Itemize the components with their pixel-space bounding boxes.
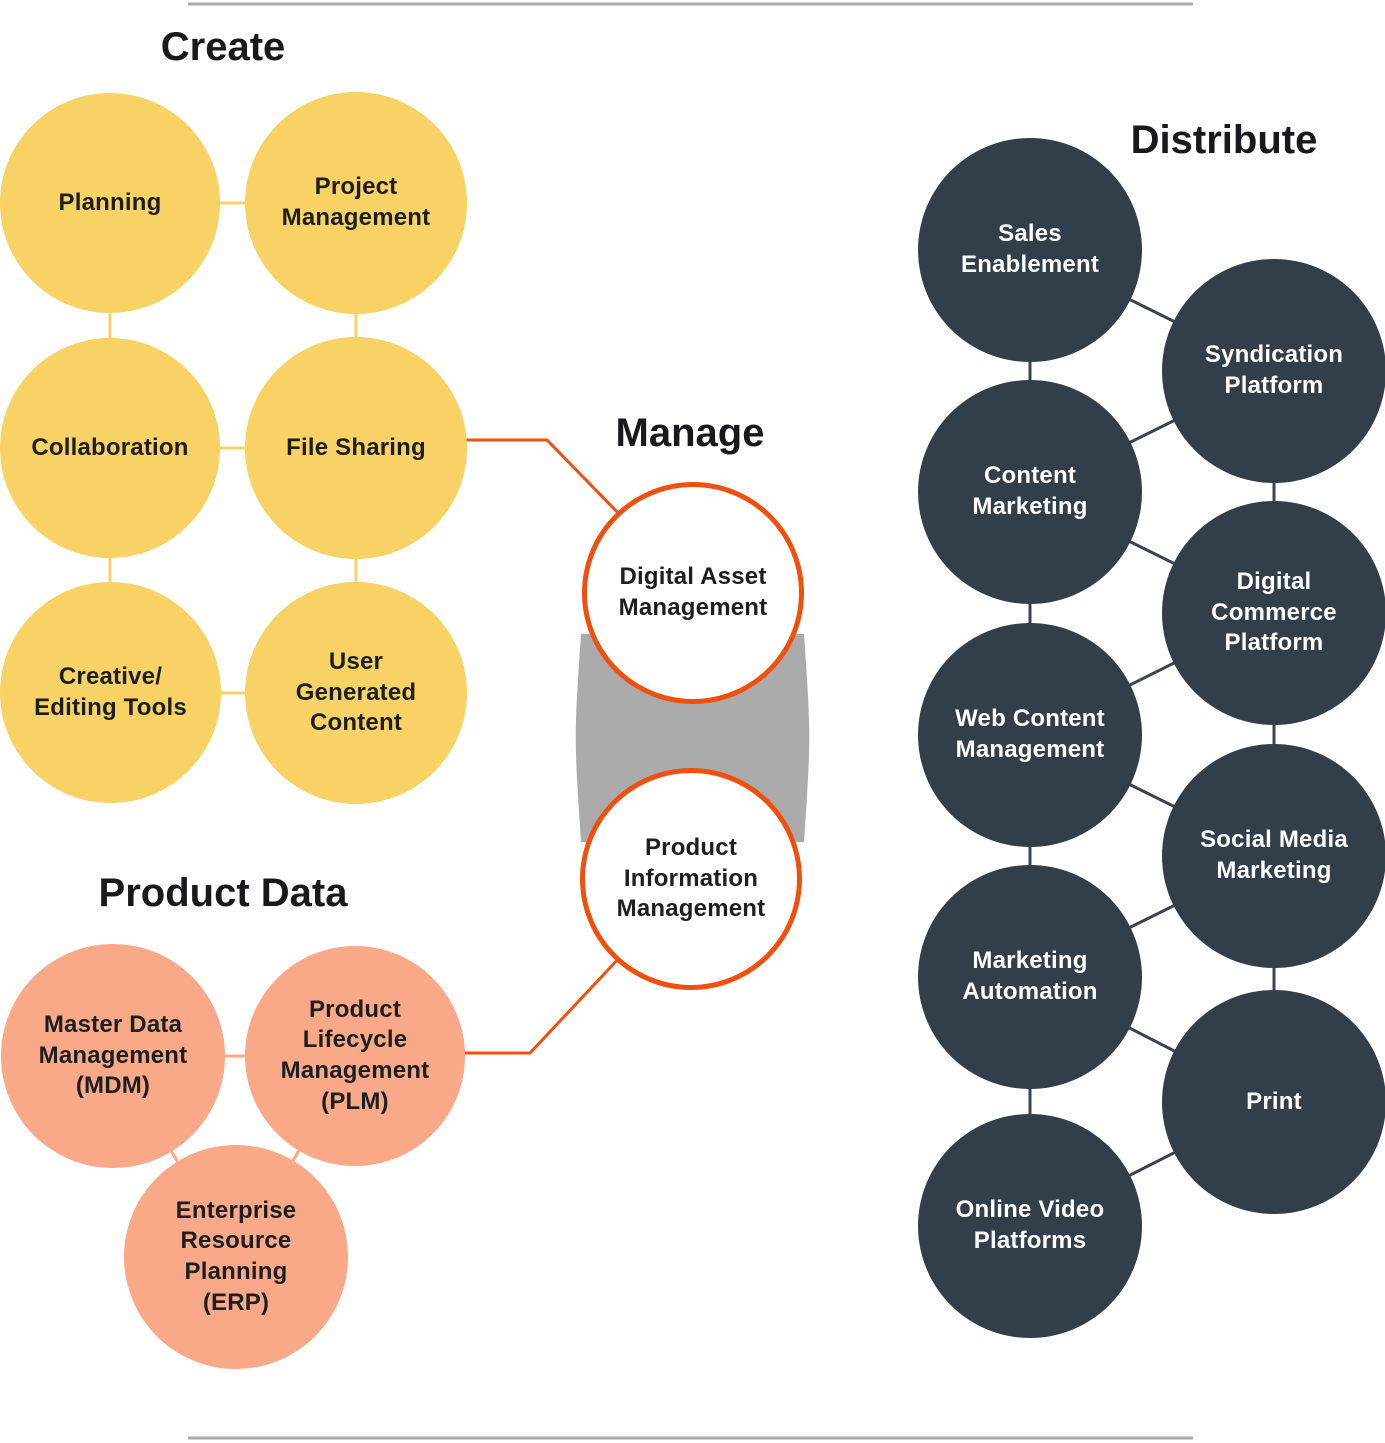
- distribute-section-title: Distribute: [1130, 118, 1318, 162]
- node-label: User Generated Content: [295, 647, 417, 737]
- node-online-video-platforms: Online Video Platforms: [918, 1114, 1142, 1338]
- manage-connector-file-sharing: [455, 438, 627, 522]
- node-collaboration: Collaboration: [0, 338, 220, 558]
- node-label: Product Information Management: [616, 833, 766, 923]
- node-label: Social Media Marketing: [1200, 826, 1348, 884]
- node-label: Collaboration: [31, 433, 189, 461]
- node-label: Product Lifecycle Management (PLM): [280, 995, 430, 1115]
- node-print: Print: [1162, 990, 1385, 1214]
- node-product-information-management: Product Information Management: [580, 768, 802, 990]
- node-label: Print: [1246, 1087, 1302, 1115]
- node-digital-commerce-platform: Digital Commerce Platform: [1162, 501, 1385, 725]
- node-product-lifecycle-management: Product Lifecycle Management (PLM): [245, 946, 465, 1166]
- node-creative-editing-tools: Creative/ Editing Tools: [0, 582, 221, 803]
- node-enterprise-resource-planning: Enterprise Resource Planning (ERP): [124, 1145, 348, 1369]
- node-label: Marketing Automation: [962, 947, 1098, 1005]
- create-section-title: Create: [160, 25, 286, 69]
- node-label: Master Data Management (MDM): [38, 1010, 188, 1100]
- node-syndication-platform: Syndication Platform: [1162, 259, 1385, 483]
- node-label: Digital Asset Management: [618, 563, 768, 621]
- node-user-generated-content: User Generated Content: [245, 582, 467, 804]
- node-planning: Planning: [0, 93, 220, 313]
- node-label: Project Management: [281, 173, 431, 231]
- node-label: Syndication Platform: [1204, 341, 1344, 399]
- node-sales-enablement: Sales Enablement: [918, 138, 1142, 362]
- node-project-management: Project Management: [245, 92, 467, 314]
- node-label: Creative/ Editing Tools: [34, 662, 187, 721]
- product-data-section-title: Product Data: [98, 871, 348, 915]
- node-label: Sales Enablement: [960, 220, 1100, 278]
- manage-connector-plm: [458, 953, 624, 1055]
- node-label: Digital Commerce Platform: [1211, 567, 1337, 657]
- node-label: File Sharing: [286, 433, 426, 461]
- node-file-sharing: File Sharing: [245, 337, 467, 559]
- node-label: Content Marketing: [972, 462, 1088, 520]
- node-social-media-marketing: Social Media Marketing: [1162, 744, 1385, 968]
- node-marketing-automation: Marketing Automation: [918, 865, 1142, 1089]
- node-digital-asset-management: Digital Asset Management: [582, 482, 804, 704]
- node-web-content-management: Web Content Management: [918, 623, 1142, 847]
- manage-section-title: Manage: [615, 411, 765, 455]
- node-label: Planning: [58, 188, 162, 216]
- node-label: Web Content Management: [955, 705, 1105, 763]
- node-master-data-management: Master Data Management (MDM): [1, 944, 225, 1168]
- node-label: Enterprise Resource Planning (ERP): [175, 1196, 297, 1316]
- node-content-marketing: Content Marketing: [918, 380, 1142, 604]
- node-label: Online Video Platforms: [955, 1196, 1105, 1254]
